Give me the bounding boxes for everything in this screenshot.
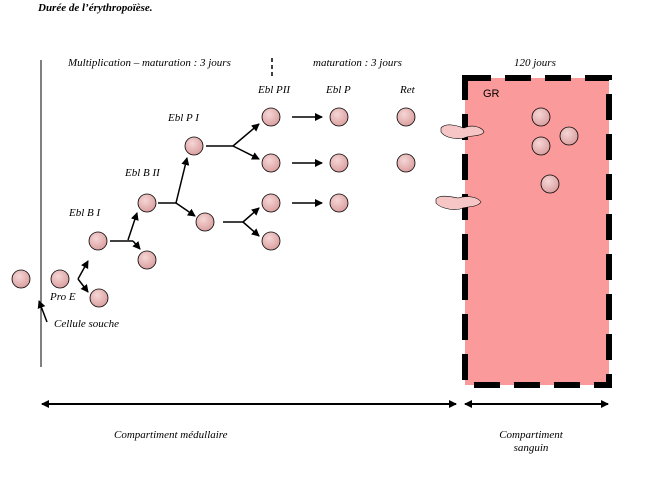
gr-cell-3: [531, 136, 551, 156]
ebl-p-cell-3: [329, 193, 349, 213]
arrow-proe-split: [77, 278, 89, 293]
ebl-p-cell-2: [329, 153, 349, 173]
arrow-eblp1-up: [232, 123, 260, 147]
deformed-cell-1: [440, 124, 485, 139]
gr-cell-4: [540, 174, 560, 194]
ret-cell-1: [396, 107, 416, 127]
stem-cell-label: Cellule souche: [54, 318, 120, 330]
gr-cell-2: [559, 126, 579, 146]
stage-pro-e-label: Pro E: [50, 291, 76, 303]
ebl-b1-daughter-cell: [137, 250, 157, 270]
arrows-group: [37, 113, 323, 323]
stage-ebl-b1-label: Ebl B I: [69, 207, 101, 219]
arrow-cellule-souche: [37, 300, 48, 323]
ebl-p2-cell-1: [261, 107, 281, 127]
blood-compartment-box: [462, 75, 612, 388]
arrow-eblb2-to-eblp1: [175, 157, 190, 204]
ebl-b2-cell: [137, 193, 157, 213]
compartment-medullaire-label: Compartiment médullaire: [114, 429, 228, 441]
arrow-eblb1-to-eblb2: [127, 212, 139, 241]
ret-cell-2: [396, 153, 416, 173]
arrow-eblb1-daughter: [132, 240, 141, 250]
diagram-title: Durée de l’érythropoïèse.: [38, 2, 153, 14]
arrow-b2d-up: [242, 207, 260, 223]
ebl-p2-cell-3: [261, 193, 281, 213]
ebl-p2-cell-2: [261, 153, 281, 173]
stage-ebl-p-label: Ebl P: [326, 84, 351, 96]
arrow-eblp1-down: [232, 145, 260, 160]
stage-gr-label: GR: [483, 88, 500, 100]
phase-multiplication-label: Multiplication – maturation : 3 jours: [68, 57, 231, 69]
stage-ebl-b2-label: Ebl B II: [125, 167, 160, 179]
arrow-proe-to-eblb1: [77, 260, 89, 280]
stage-ret-label: Ret: [400, 84, 415, 96]
stem-cell: [11, 269, 31, 289]
ebl-p-cell-1: [329, 107, 349, 127]
stage-ebl-p1-label: Ebl P I: [168, 112, 199, 124]
ebl-p2-cell-4: [261, 231, 281, 251]
gr-cell-1: [531, 107, 551, 127]
deformed-cell-2: [435, 195, 482, 210]
stage-ebl-p2-label: Ebl PII: [258, 84, 291, 96]
phase-maturation-label: maturation : 3 jours: [313, 57, 402, 69]
compartment-sanguin-line2: sanguin: [513, 442, 549, 454]
cells-group: [11, 107, 579, 308]
arrow-b2d-down: [242, 221, 260, 237]
pro-e-daughter-cell: [89, 288, 109, 308]
compartment-sanguin-label: Compartiment sanguin: [486, 429, 576, 455]
pro-e-cell: [50, 269, 70, 289]
phase-circulation-label: 120 jours: [514, 57, 556, 69]
arrow-eblb2-daughter: [175, 202, 196, 217]
ebl-p1-cell: [184, 136, 204, 156]
ebl-b2-daughter-cell: [195, 212, 215, 232]
compartment-sanguin-line1: Compartiment: [499, 429, 563, 441]
ebl-b1-cell: [88, 231, 108, 251]
